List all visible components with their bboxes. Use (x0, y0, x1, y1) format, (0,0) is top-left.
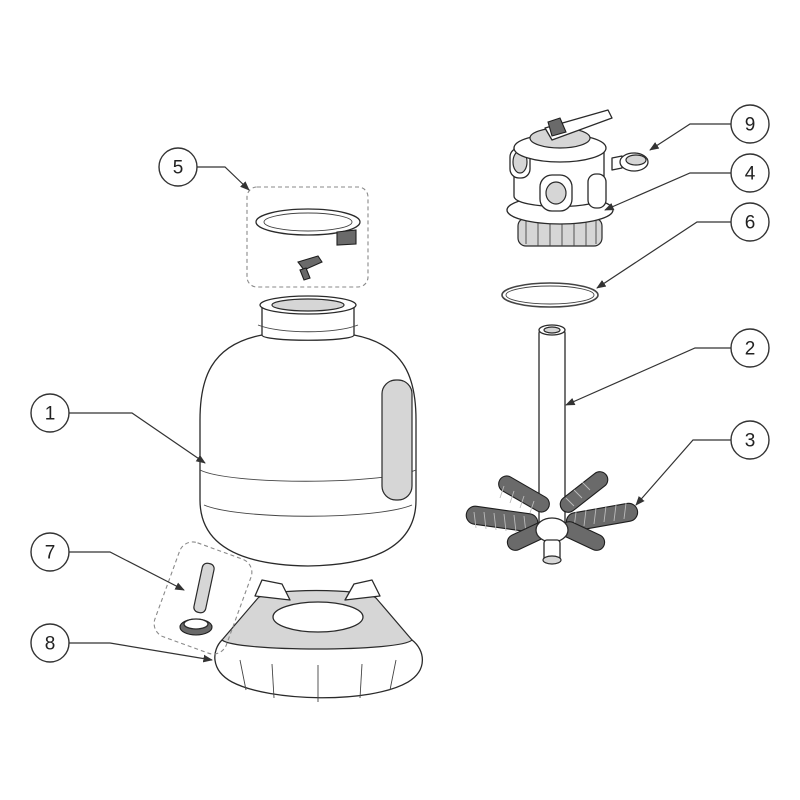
leader-8 (68, 642, 213, 663)
callout-label-1: 1 (45, 404, 56, 425)
filter-base (214, 579, 424, 702)
callout-6: 6 (730, 202, 770, 242)
callout-label-5: 5 (173, 158, 184, 179)
pressure-gauge (611, 152, 649, 172)
callout-2: 2 (730, 328, 770, 368)
callout-7: 7 (30, 532, 70, 572)
callout-label-3: 3 (745, 431, 756, 452)
leader-7 (68, 551, 185, 591)
leader-6 (596, 221, 731, 289)
callout-9: 9 (730, 104, 770, 144)
callout-label-8: 8 (45, 634, 56, 655)
callout-5: 5 (158, 147, 198, 187)
leader-5 (197, 166, 250, 191)
leader-1 (68, 412, 206, 464)
lateral-assembly (465, 471, 639, 565)
clamp-assembly (246, 186, 369, 288)
leader-4 (604, 172, 731, 211)
callout-8: 8 (30, 623, 70, 663)
drain-plug-group (153, 541, 253, 655)
filter-tank (199, 295, 417, 567)
leader-2 (565, 347, 731, 406)
callout-4: 4 (730, 153, 770, 193)
callout-3: 3 (730, 420, 770, 460)
leader-9 (649, 123, 731, 151)
callout-label-7: 7 (45, 543, 56, 564)
leader-3 (635, 439, 731, 506)
callout-1: 1 (30, 393, 70, 433)
callout-label-4: 4 (745, 164, 756, 185)
callout-label-6: 6 (745, 213, 756, 234)
o-ring (501, 282, 599, 308)
callout-label-9: 9 (745, 115, 756, 136)
lateral-left-front (465, 505, 539, 534)
lateral-left-back (498, 475, 550, 514)
multiport-valve (506, 109, 614, 247)
callout-label-2: 2 (745, 339, 756, 360)
leader-lines (68, 123, 731, 663)
lateral-right-back (559, 471, 609, 513)
